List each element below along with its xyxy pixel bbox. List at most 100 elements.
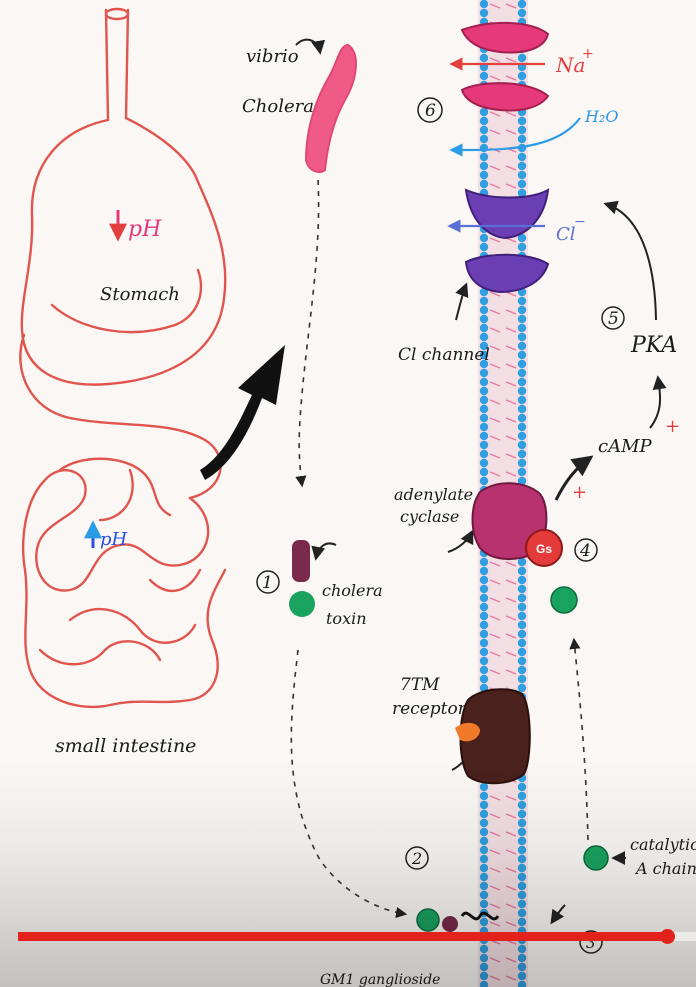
pka-label: PKA [630,333,677,358]
a-chain-path-dashed [574,640,588,840]
phospholipid-head [518,783,526,791]
cholera-toxin-label-1: cholera [322,581,383,600]
phospholipid-head [518,342,526,350]
phospholipid-head [480,423,488,431]
phospholipid-head [518,315,526,323]
cl-channel-label: Cl channel [398,345,490,365]
phospholipid-head [480,855,488,863]
phospholipid-head [480,306,488,314]
phospholipid-head [518,423,526,431]
camp-activation-plus: + [665,416,680,437]
phospholipid-head [518,639,526,647]
phospholipid-head [480,675,488,683]
toxin-to-membrane-dashed [291,650,405,914]
phospholipid-head [518,459,526,467]
phospholipid-head [518,621,526,629]
phospholipid-head [518,900,526,908]
phospholipid-head [518,126,526,134]
small-intestine-loops [23,470,225,707]
phospholipid-head [480,324,488,332]
phospholipid-head [480,441,488,449]
phospholipid-head [480,648,488,656]
step-3-pointer [552,905,565,922]
phospholipid-head [518,864,526,872]
phospholipid-head [518,576,526,584]
phospholipid-head [480,117,488,125]
cl-channel-pointer [456,285,466,320]
video-progress-played [18,932,667,941]
step-6-number: 6 [425,101,436,121]
phospholipid-head [480,882,488,890]
phospholipid-head [518,135,526,143]
phospholipid-head [518,153,526,161]
phospholipid-head [518,630,526,638]
adenylate-label-2: cyclase [400,507,459,526]
phospholipid-head [480,945,488,953]
phospholipid-head [480,891,488,899]
vibrio-pointer [296,40,320,52]
phospholipid-head [518,801,526,809]
phospholipid-head [480,954,488,962]
phospholipid-head [480,315,488,323]
phospholipid-head [518,9,526,17]
phospholipid-head [480,567,488,575]
phospholipid-head [518,594,526,602]
camp-label: cAMP [598,436,653,457]
phospholipid-head [480,621,488,629]
phospholipid-head [518,846,526,854]
receptor-label-1: 7TM [400,675,440,695]
phospholipid-head [518,468,526,476]
phospholipid-head [480,801,488,809]
digestive-tract [20,9,225,707]
phospholipid-head [518,180,526,188]
phospholipid-head [480,558,488,566]
chloride-label: Cl [556,224,576,245]
phospholipid-head [480,666,488,674]
chloride-charge: − [574,214,586,230]
phospholipid-head [518,432,526,440]
phospholipid-head [518,450,526,458]
phospholipid-head [480,234,488,242]
phospholipid-head [480,603,488,611]
phospholipid-head [518,648,526,656]
phospholipid-head [518,918,526,926]
toxin-a-subunit [289,591,315,617]
phospholipid-head [480,900,488,908]
adenylate-activation-plus: + [572,482,587,503]
phospholipid-head [480,657,488,665]
video-scrubber-handle[interactable] [660,929,675,944]
phospholipid-head [480,630,488,638]
phospholipid-head [480,837,488,845]
gm1-label: GM1 ganglioside [320,972,440,987]
phospholipid-head [480,297,488,305]
phospholipid-head [518,810,526,818]
phospholipid-head [518,324,526,332]
phospholipid-head [518,855,526,863]
video-progress-bar[interactable] [18,932,696,941]
bound-toxin-b [442,916,458,932]
phospholipid-head [518,360,526,368]
step-2-number: 2 [411,849,422,868]
phospholipid-head [480,783,488,791]
phospholipid-head [480,918,488,926]
phospholipid-head [480,180,488,188]
phospholipid-head [518,945,526,953]
phospholipid-head [480,378,488,386]
phospholipid-head [518,243,526,251]
phospholipid-head [518,891,526,899]
phospholipid-head [518,873,526,881]
phospholipid-head [480,972,488,980]
phospholipid-head [480,0,488,8]
pka-to-cl-arrow [606,204,656,320]
stomach-outline [22,118,225,385]
phospholipid-head [518,603,526,611]
phospholipid-head [480,828,488,836]
phospholipid-head [480,468,488,476]
phospholipid-head [480,873,488,881]
phospholipid-head [480,243,488,251]
phospholipid-head [518,351,526,359]
phospholipid-head [480,108,488,116]
phospholipid-head [518,666,526,674]
stomach-ph-text: pH [128,217,162,242]
phospholipid-head [480,171,488,179]
